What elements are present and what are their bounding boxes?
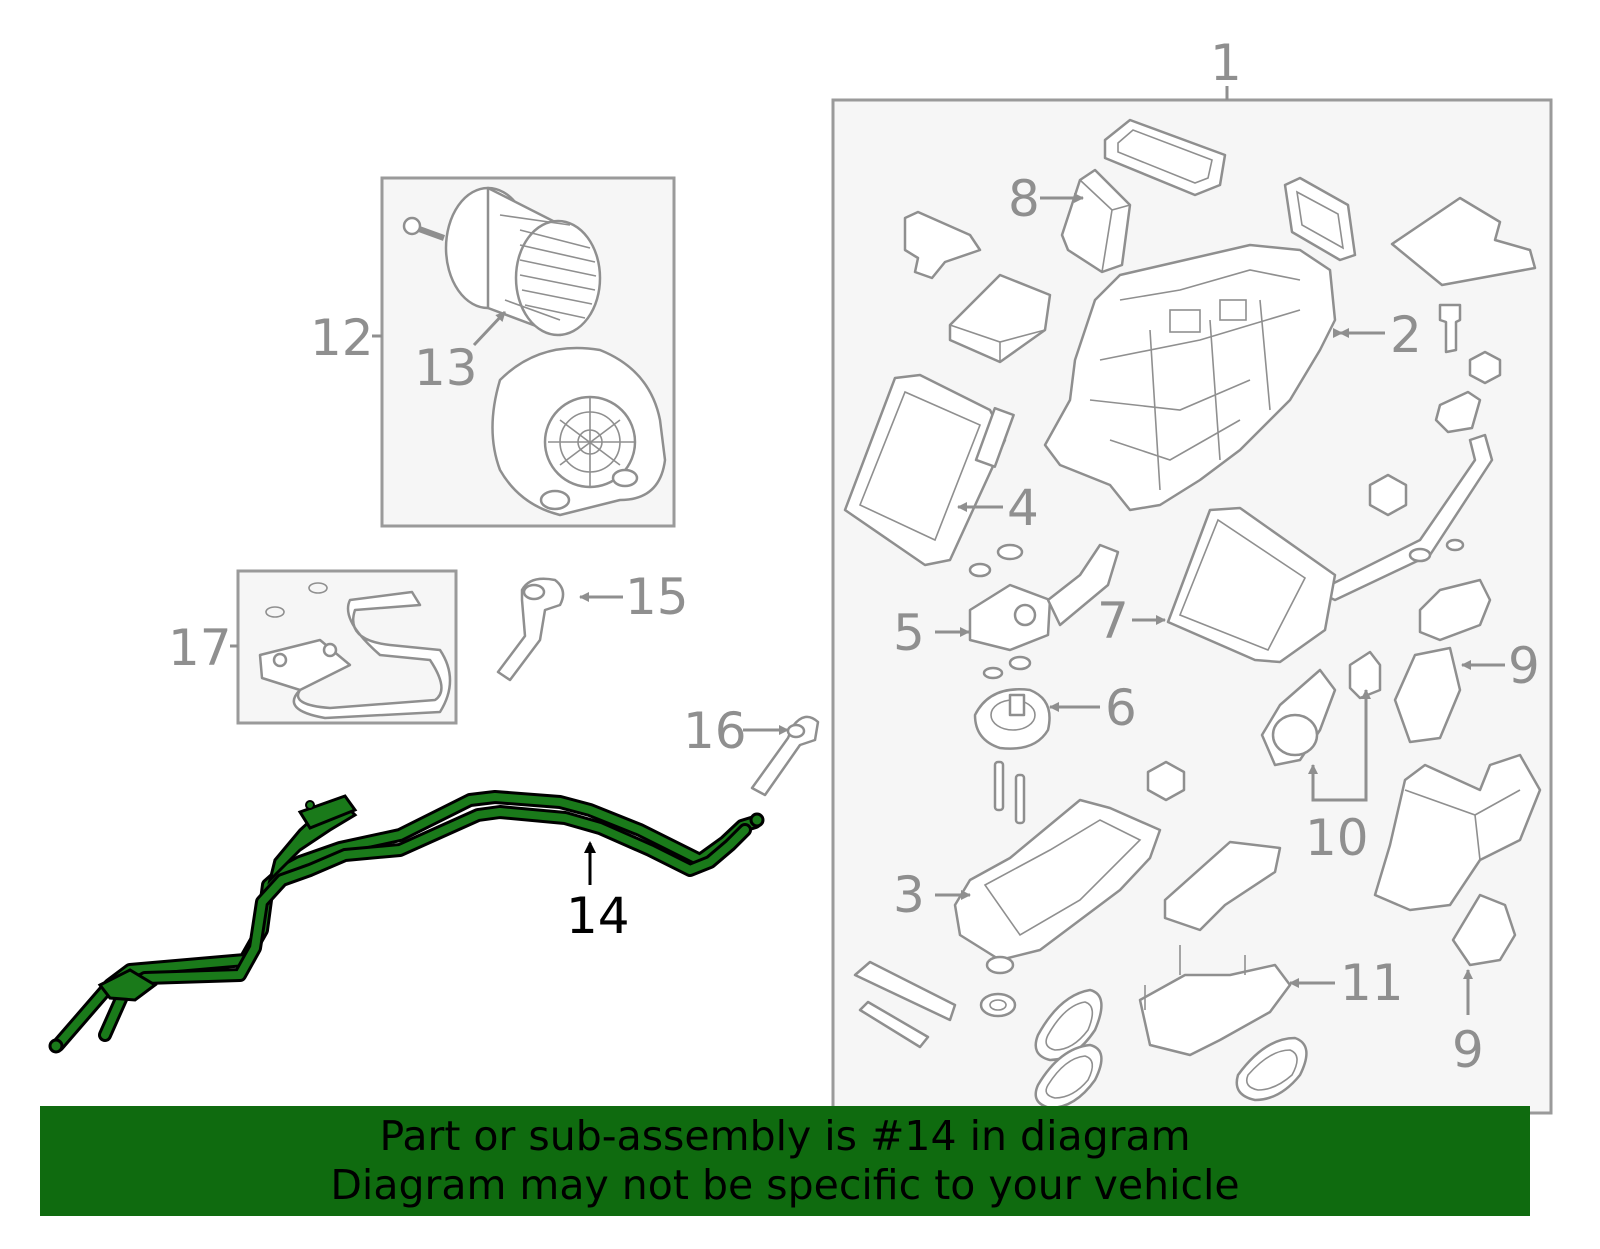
bracket-9-mid xyxy=(1393,646,1462,744)
o-rings xyxy=(968,538,1465,680)
banner-line-2: Diagram may not be specific to your vehi… xyxy=(330,1161,1240,1209)
part-17-tube xyxy=(258,582,452,720)
bracket-9-upper xyxy=(1418,578,1492,642)
callout-1: 1 xyxy=(1210,34,1242,92)
seal-top-left xyxy=(1103,118,1227,197)
blower-housing xyxy=(491,346,667,517)
pins xyxy=(993,760,1026,825)
bracket-box xyxy=(948,273,1052,364)
part-15-hose xyxy=(496,577,565,682)
nut-right-1 xyxy=(1468,350,1502,385)
info-banner: Part or sub-assembly is #14 in diagram D… xyxy=(40,1106,1530,1216)
grommet-lower xyxy=(979,992,1017,1018)
seal-ring-1 xyxy=(1034,988,1103,1062)
callout-10: 10 xyxy=(1305,809,1369,867)
actuator-10 xyxy=(1260,650,1382,767)
callout-4: 4 xyxy=(1007,479,1039,537)
bracket-11 xyxy=(1138,945,1292,1057)
bracket-right xyxy=(1434,390,1482,434)
seal-strip-1 xyxy=(853,960,957,1022)
callout-11: 11 xyxy=(1340,954,1404,1012)
nut-center xyxy=(1146,760,1186,802)
callout-12: 12 xyxy=(310,309,374,367)
blend-door-housing xyxy=(1373,753,1542,912)
blower-wheel xyxy=(402,186,602,337)
lower-housing-3 xyxy=(953,798,1162,975)
seal-strip-2 xyxy=(858,1000,930,1049)
callout-16: 16 xyxy=(683,702,747,760)
callout-17: 17 xyxy=(168,619,232,677)
part-14-hose-assembly[interactable] xyxy=(48,790,765,1054)
nut-right-2 xyxy=(1368,473,1408,517)
callout-15: 15 xyxy=(625,568,689,626)
callout-9-right: 9 xyxy=(1508,637,1540,695)
callout-5: 5 xyxy=(893,604,925,662)
bolt-right xyxy=(1438,303,1462,354)
bracket-upper xyxy=(903,210,982,280)
callout-7: 7 xyxy=(1097,592,1129,650)
drain-grommet-6 xyxy=(973,688,1051,750)
callout-14[interactable]: 14 xyxy=(566,887,630,945)
seal-ring-3 xyxy=(1235,1036,1308,1102)
bracket-9-lower xyxy=(1451,893,1517,967)
hvac-housing-2 xyxy=(1043,243,1337,512)
callout-6: 6 xyxy=(1105,679,1137,737)
callout-8: 8 xyxy=(1008,170,1040,228)
callout-9-bottom: 9 xyxy=(1452,1021,1484,1079)
callout-13: 13 xyxy=(414,339,478,397)
callout-2: 2 xyxy=(1390,306,1422,364)
duct-piece xyxy=(1163,840,1282,932)
filter-panel xyxy=(1390,196,1537,287)
heater-core-4 xyxy=(843,373,1015,567)
seal-top-middle xyxy=(1283,176,1357,262)
leader-lines xyxy=(472,193,1505,1015)
expansion-valve-5 xyxy=(968,543,1120,652)
banner-line-1: Part or sub-assembly is #14 in diagram xyxy=(379,1112,1191,1160)
evaporator-7 xyxy=(1166,506,1337,664)
callout-3: 3 xyxy=(893,866,925,924)
seal-ring-2 xyxy=(1034,1043,1103,1110)
